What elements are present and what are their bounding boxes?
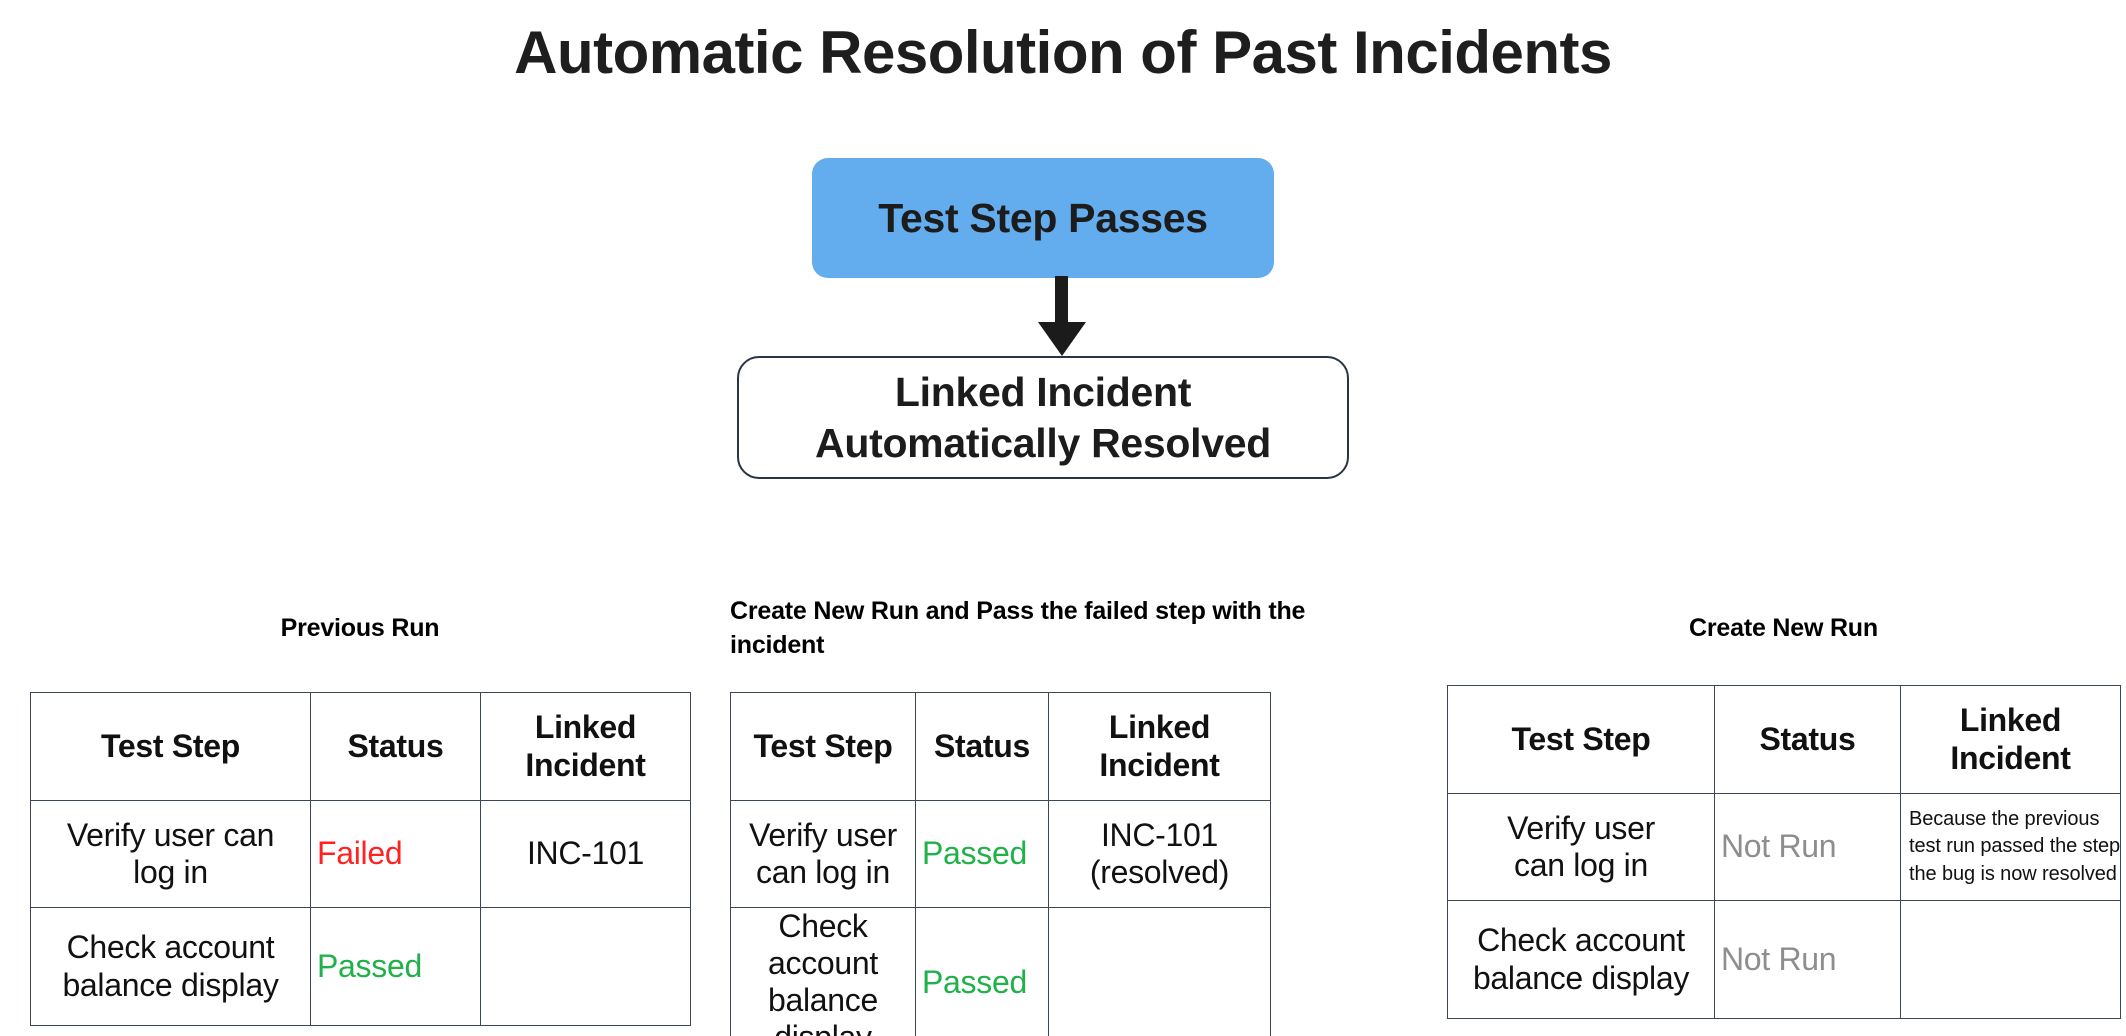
table-header-row: Test Step Status Linked Incident: [730, 692, 1271, 801]
cell-test-step: Verify user can log in: [1447, 793, 1715, 901]
column-header-test-step: Test Step: [730, 692, 916, 801]
table-header-row: Test Step Status Linked Incident: [1447, 685, 2121, 794]
cell-test-step-line-1: Verify user can: [66, 816, 275, 853]
column-header-linked-incident-line-1: Linked: [1959, 702, 2062, 739]
status-badge: Failed: [317, 835, 403, 872]
flow-node-test-step-passes: Test Step Passes: [812, 158, 1274, 278]
table-create-new-run-and-pass: Test Step Status Linked Incident Verify …: [730, 692, 1271, 1036]
column-header-linked-incident-line-2: Incident: [1099, 746, 1220, 783]
cell-linked-incident: [480, 907, 691, 1026]
flow-node-linked-incident-resolved: Linked Incident Automatically Resolved: [737, 356, 1349, 479]
cell-status: Passed: [915, 906, 1049, 1036]
table-row: Check account balance display Passed: [730, 906, 1271, 1036]
cell-test-step-line-2: balance display: [62, 966, 279, 1003]
table-row: Check account balance display Not Run: [1447, 900, 2121, 1019]
cell-linked-incident: [1900, 900, 2121, 1019]
column-header-linked-incident-line-1: Linked: [1108, 709, 1211, 746]
cell-test-step-line-2: can log in: [1514, 847, 1648, 883]
status-badge: Not Run: [1721, 940, 1837, 977]
column-header-linked-incident: Linked Incident: [1048, 692, 1271, 801]
cell-test-step: Check account balance display: [1447, 900, 1715, 1019]
cell-test-step-line-1: Verify user: [749, 816, 897, 853]
table-row: Verify user can log in Not Run Because t…: [1447, 793, 2121, 901]
cell-test-step-line-1: Check account: [66, 929, 275, 966]
flow-node-test-step-passes-label: Test Step Passes: [878, 194, 1208, 241]
cell-linked-incident-line-1: INC-101: [526, 835, 645, 872]
cell-test-step-line-1: Verify user: [1507, 809, 1655, 846]
column-header-linked-incident-line-2: Incident: [1950, 739, 2071, 776]
cell-status: Passed: [310, 907, 481, 1026]
cell-test-step-line-1: Check account: [768, 908, 878, 982]
cell-linked-incident: INC-101: [480, 800, 691, 908]
table-create-new-run: Test Step Status Linked Incident Verify …: [1447, 685, 2121, 1019]
cell-test-step: Verify user can log in: [730, 800, 916, 908]
table-row: Verify user can log in Passed INC-101 (r…: [730, 800, 1271, 908]
cell-test-step-line-1: Check account: [1477, 922, 1685, 959]
page-title: Automatic Resolution of Past Incidents: [514, 19, 1612, 86]
cell-linked-incident-line-1: INC-101: [1100, 816, 1219, 853]
status-badge: Not Run: [1721, 828, 1837, 865]
cell-test-step: Verify user can log in: [30, 800, 311, 908]
cell-linked-incident-line-2: (resolved): [1089, 854, 1230, 890]
cell-test-step: Check account balance display: [30, 907, 311, 1026]
column-header-test-step: Test Step: [30, 692, 311, 801]
cell-linked-incident-note: Because the previous test run passed the…: [1900, 793, 2121, 901]
cell-status: Not Run: [1714, 793, 1901, 901]
cell-status: Not Run: [1714, 900, 1901, 1019]
column-header-status: Status: [915, 692, 1049, 801]
heading-create-new-run: Create New Run: [1689, 614, 1878, 642]
status-badge: Passed: [922, 835, 1027, 872]
cell-test-step-line-2: balance display: [768, 982, 878, 1036]
flow-node-resolved-line-2: Automatically Resolved: [815, 419, 1271, 466]
table-row: Verify user can log in Failed INC-101: [30, 800, 691, 908]
status-badge: Passed: [922, 963, 1027, 1000]
column-header-status: Status: [1714, 685, 1901, 794]
flow-node-resolved-line-1: Linked Incident: [894, 369, 1192, 416]
table-row: Check account balance display Passed: [30, 907, 691, 1026]
column-header-test-step: Test Step: [1447, 685, 1715, 794]
column-header-linked-incident-line-2: Incident: [525, 746, 646, 783]
table-previous-run: Test Step Status Linked Incident Verify …: [30, 692, 691, 1026]
column-header-linked-incident: Linked Incident: [1900, 685, 2121, 794]
cell-status: Failed: [310, 800, 481, 908]
column-header-linked-incident: Linked Incident: [480, 692, 691, 801]
cell-status: Passed: [915, 800, 1049, 908]
note-line-1: Because the previous: [1909, 807, 2100, 830]
column-header-linked-incident-line-1: Linked: [534, 709, 637, 746]
cell-linked-incident: INC-101 (resolved): [1048, 800, 1271, 908]
cell-test-step-line-2: can log in: [756, 854, 890, 890]
note-line-3: the bug is now resolved: [1909, 862, 2117, 885]
down-arrow-icon: [1028, 276, 1096, 360]
cell-test-step-line-2: balance display: [1472, 959, 1690, 996]
cell-test-step: Check account balance display: [730, 906, 916, 1036]
heading-create-new-run-and-pass: Create New Run and Pass the failed step …: [730, 597, 1306, 659]
heading-previous-run: Previous Run: [280, 614, 440, 642]
cell-test-step-line-2: log in: [133, 854, 208, 890]
cell-linked-incident: [1048, 906, 1271, 1036]
table-header-row: Test Step Status Linked Incident: [30, 692, 691, 801]
note-line-2: test run passed the step: [1909, 835, 2121, 858]
column-header-status: Status: [310, 692, 481, 801]
status-badge: Passed: [317, 947, 422, 984]
